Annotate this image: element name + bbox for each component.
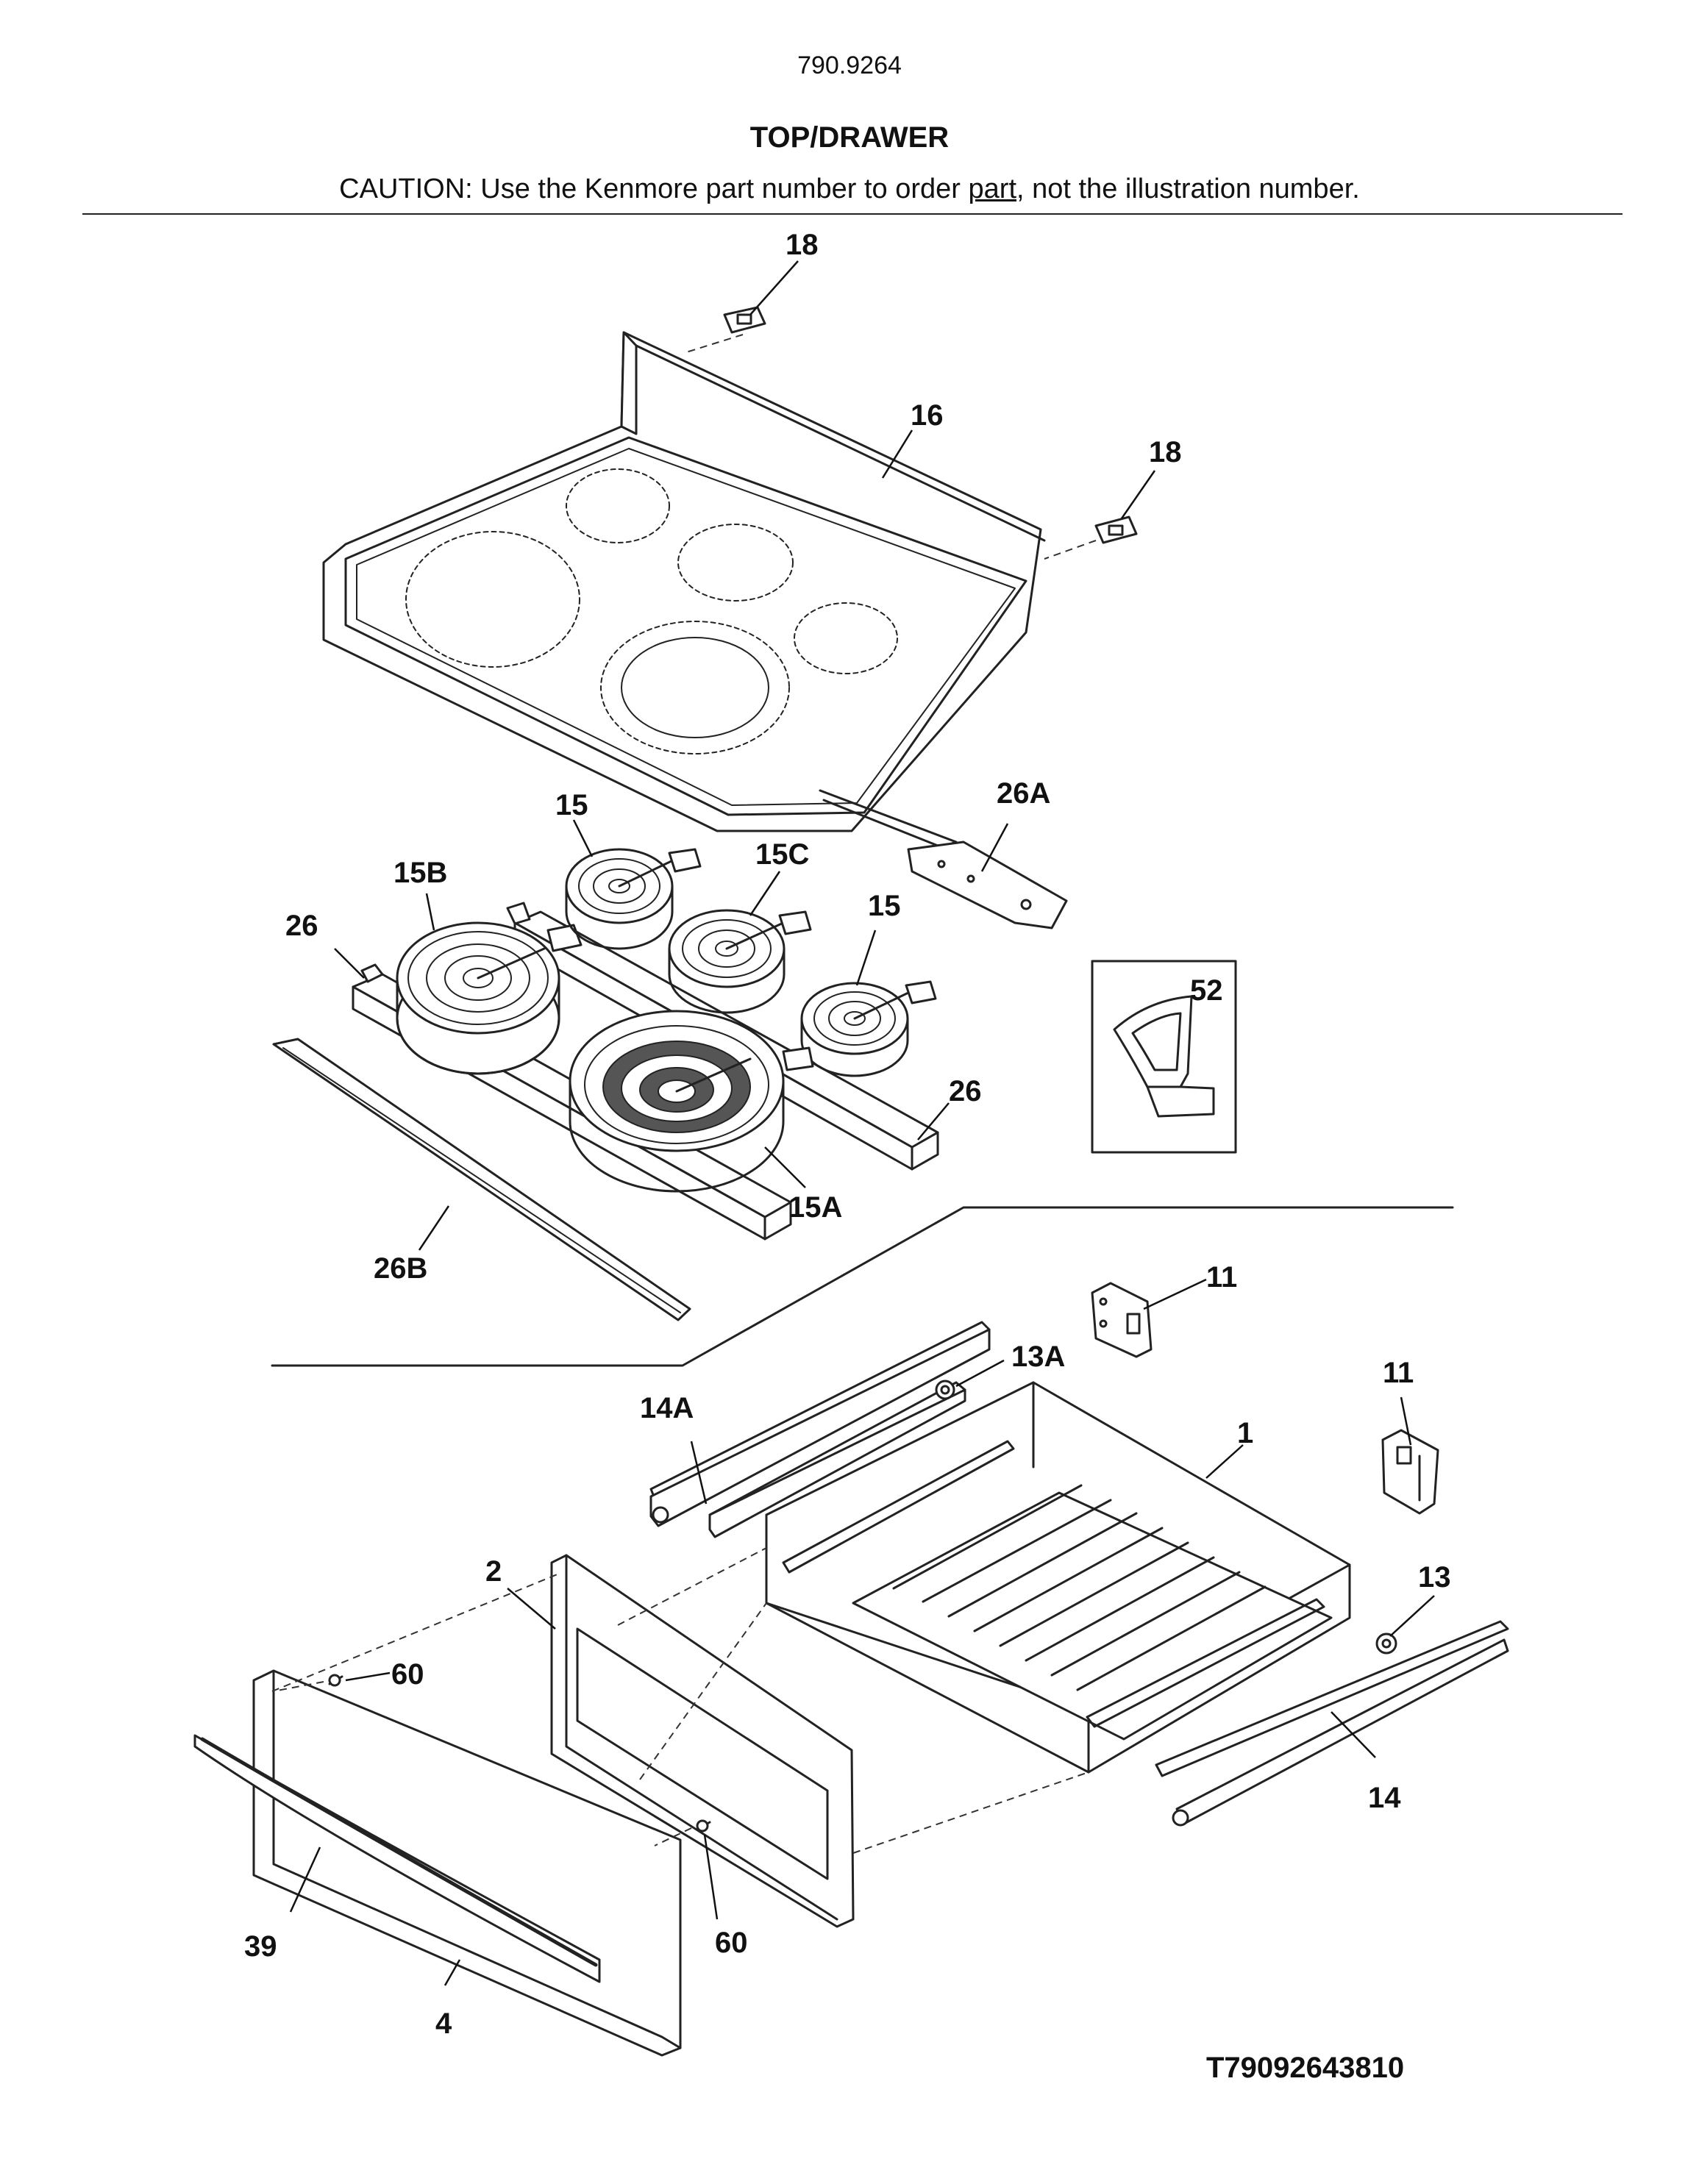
callout-26-right: 26 xyxy=(949,1075,982,1107)
callout-13A: 13A xyxy=(1011,1341,1065,1373)
model-number: 790.9264 xyxy=(797,51,902,79)
part-14A-slide-rail xyxy=(649,1321,991,1527)
part-13A-inner-rail xyxy=(708,1380,966,1538)
part-13-roller xyxy=(1375,1632,1397,1655)
callout-60-top: 60 xyxy=(391,1658,424,1691)
callout-14A: 14A xyxy=(640,1392,694,1424)
part-15C-element xyxy=(668,909,812,1014)
callout-15-rear: 15 xyxy=(555,789,588,821)
caution-text-underlined: part xyxy=(968,174,1016,204)
callout-26B: 26B xyxy=(374,1252,427,1285)
part-18-bracket-left xyxy=(723,306,766,334)
callout-52: 52 xyxy=(1190,974,1223,1007)
caution-text-start: CAUTION: Use the Kenmore part number to … xyxy=(339,174,969,204)
part-26B-trim-strip xyxy=(272,1038,691,1321)
drawing-id: T79092643810 xyxy=(1206,2052,1405,2084)
callout-2: 2 xyxy=(485,1555,502,1588)
callout-15B: 15B xyxy=(393,857,447,889)
callout-4: 4 xyxy=(435,2008,452,2040)
callout-26-left: 26 xyxy=(285,910,318,942)
section-title: TOP/DRAWER xyxy=(749,121,950,154)
alignment-lines xyxy=(271,334,1097,1854)
part-2-inner-panel xyxy=(550,1554,855,1928)
part-16-cooktop xyxy=(322,331,1046,832)
callout-18-right: 18 xyxy=(1149,436,1182,468)
part-11-bracket-right xyxy=(1381,1429,1439,1515)
callout-15C: 15C xyxy=(755,838,809,871)
callout-26A: 26A xyxy=(997,777,1050,810)
part-15-element-rear xyxy=(565,848,702,950)
section-divider xyxy=(271,1206,1454,1367)
callout-15A: 15A xyxy=(788,1191,842,1224)
part-1-drawer-body xyxy=(765,1381,1351,1774)
callout-1: 1 xyxy=(1237,1417,1253,1449)
header-rule xyxy=(82,213,1623,215)
callout-13: 13 xyxy=(1418,1561,1451,1594)
part-39-handle xyxy=(193,1734,601,1983)
callout-14: 14 xyxy=(1368,1782,1401,1814)
part-14-slide-rail xyxy=(1155,1620,1509,1827)
part-60-screw-bottom xyxy=(696,1819,711,1833)
part-60-screw-top xyxy=(328,1674,343,1687)
part-15B-element xyxy=(396,921,583,1075)
callout-18-top: 18 xyxy=(786,229,819,261)
leader-lines xyxy=(289,260,1435,1986)
callout-39: 39 xyxy=(244,1930,277,1963)
callout-16: 16 xyxy=(911,399,944,432)
part-18-bracket-right xyxy=(1094,515,1138,544)
part-26A-harness-bracket xyxy=(819,789,1068,929)
callout-60-bottom: 60 xyxy=(715,1927,748,1959)
part-52-inset xyxy=(1091,960,1237,1154)
part-11-bracket-top xyxy=(1091,1282,1153,1358)
caution-note: CAUTION: Use the Kenmore part number to … xyxy=(0,174,1699,205)
callout-11-top: 11 xyxy=(1206,1261,1237,1293)
callout-15-right: 15 xyxy=(868,890,901,922)
part-15-element-right xyxy=(800,980,937,1077)
callout-11-right: 11 xyxy=(1383,1357,1414,1389)
part-15A-element xyxy=(569,1010,814,1193)
caution-text-end: , not the illustration number. xyxy=(1016,174,1360,204)
